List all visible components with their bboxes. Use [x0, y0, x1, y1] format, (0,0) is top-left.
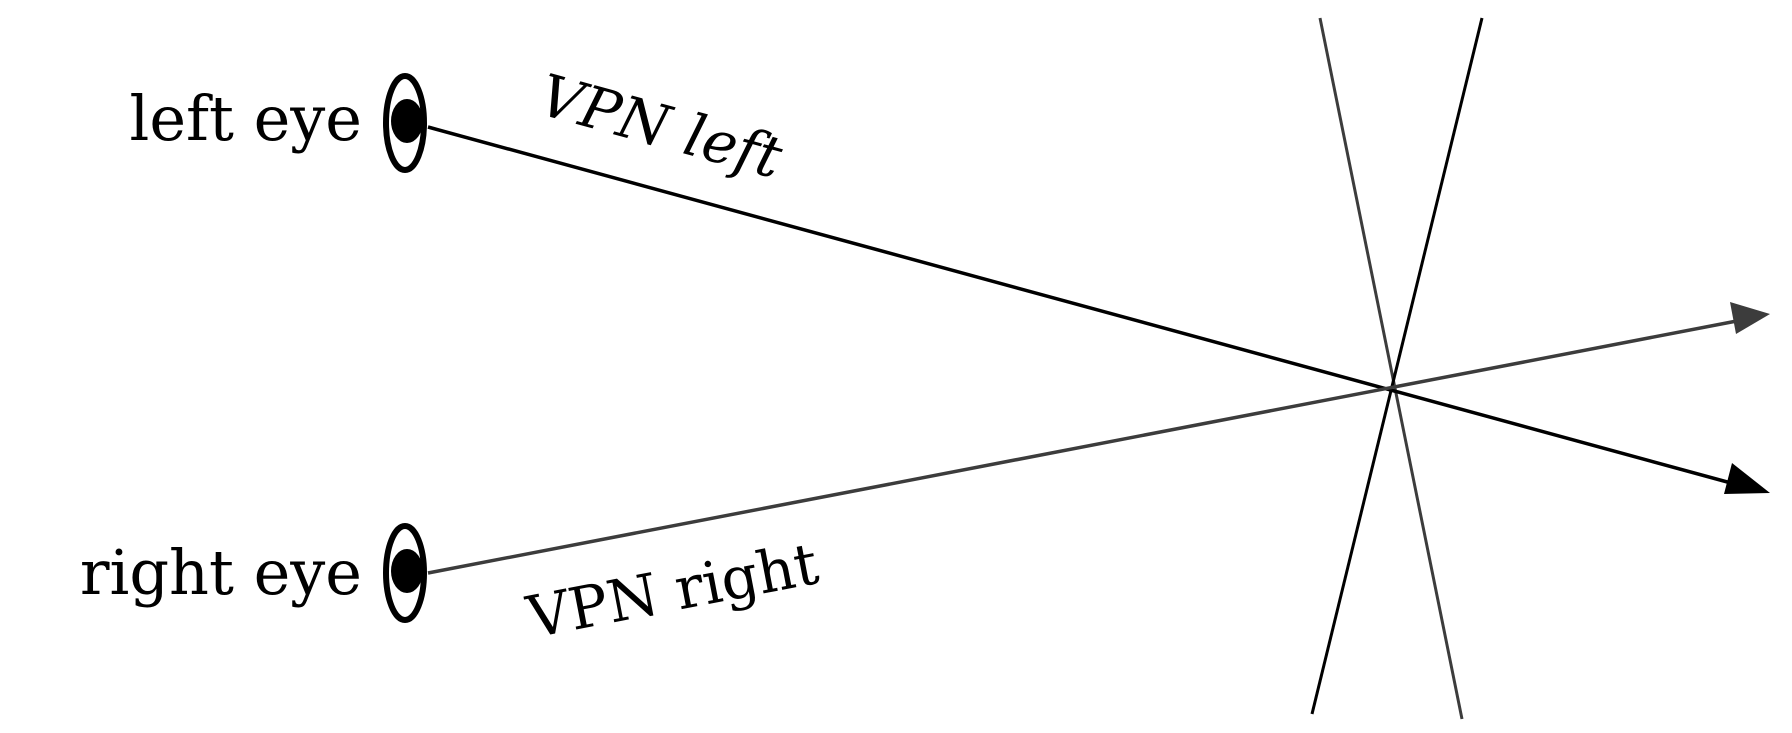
view-plane-right [1310, 17, 1484, 715]
left-eye-label: left eye [130, 82, 363, 155]
vpn-left-label: VPN left [532, 61, 790, 192]
left-eye-icon [383, 73, 427, 173]
vpn-left-ray [427, 125, 1743, 488]
vpn-right-arrowhead [1730, 302, 1770, 334]
vpn-left-arrowhead [1724, 463, 1770, 494]
view-plane-left [1318, 17, 1464, 720]
right-eye-label: right eye [80, 536, 362, 609]
vpn-right-ray [427, 318, 1743, 575]
right-eye-icon [383, 523, 427, 623]
